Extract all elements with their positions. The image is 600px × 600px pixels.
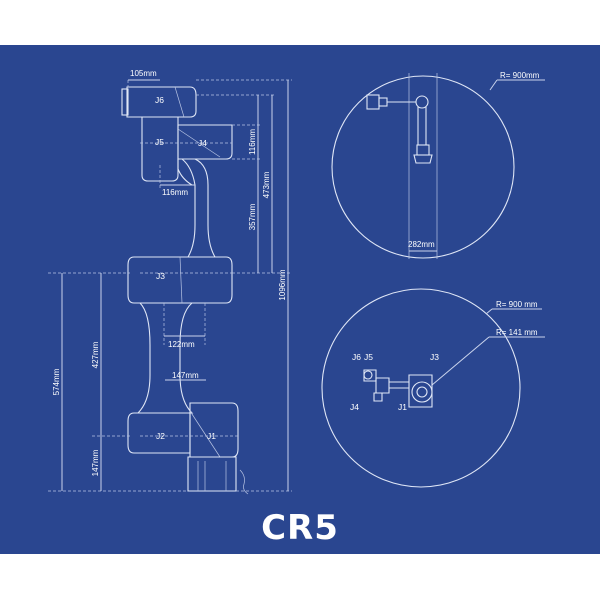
drawing-sheet: J6 J5 J4 J3 J2 J1 105mm 116mm 357mm 473m… — [0, 45, 600, 554]
plan-joint-label-j5: J5 — [364, 352, 373, 362]
dim-105-label: 105mm — [130, 69, 157, 78]
top-view-radius-label: R= 900mm — [500, 71, 540, 80]
plan-joint-label-j1: J1 — [398, 402, 407, 412]
j4-housing — [177, 124, 233, 160]
joint-label-j2: J2 — [156, 431, 165, 441]
joint-label-j6: J6 — [155, 95, 164, 105]
joint-label-j5: J5 — [155, 137, 164, 147]
dim-147-horizontal-label: 147mm — [172, 371, 199, 380]
dim-147-vertical-label: 147mm — [91, 449, 100, 476]
dim-116-vertical-label: 116mm — [248, 129, 257, 155]
model-title: CR5 — [261, 508, 339, 548]
j1-housing — [189, 402, 239, 458]
mini-arm-tool — [366, 94, 380, 110]
forearm — [181, 158, 216, 258]
dim-473-label: 473mm — [262, 171, 271, 198]
dim-122-label: 122mm — [168, 340, 195, 349]
j3-housing — [127, 256, 233, 304]
j5-housing — [141, 116, 179, 182]
j6-housing — [126, 86, 197, 118]
top-view-dim-282-label: 282mm — [408, 240, 435, 249]
plan-base-j1 — [411, 381, 433, 403]
plan-joint-label-j4: J4 — [350, 402, 359, 412]
j2-housing — [127, 412, 191, 454]
reach-circle-plan — [321, 288, 521, 488]
joint-label-j4: J4 — [198, 138, 207, 148]
dim-574-label: 574mm — [52, 368, 61, 395]
plan-radius-inner-label: R= 141 mm — [496, 328, 538, 337]
plan-radius-outer-label: R= 900 mm — [496, 300, 538, 309]
joint-label-j3: J3 — [156, 271, 165, 281]
upper-arm — [136, 302, 194, 414]
cable — [239, 469, 249, 495]
reach-circle-top — [331, 75, 515, 259]
j6-flange — [121, 88, 129, 116]
dim-116-horizontal-label: 116mm — [162, 188, 188, 197]
joint-label-j1: J1 — [207, 431, 216, 441]
dim-1096-label: 1096mm — [278, 269, 287, 300]
reach-view-plan — [321, 288, 545, 488]
plan-joint-label-j6: J6 — [352, 352, 361, 362]
dim-427-label: 427mm — [91, 341, 100, 368]
dim-357-label: 357mm — [248, 203, 257, 230]
plan-joint-label-j3: J3 — [430, 352, 439, 362]
base — [187, 456, 237, 492]
reach-view-top — [331, 73, 545, 259]
side-view — [48, 79, 292, 495]
robot-arm-drawing: J6 J5 J4 J3 J2 J1 105mm 116mm 357mm 473m… — [48, 69, 545, 495]
